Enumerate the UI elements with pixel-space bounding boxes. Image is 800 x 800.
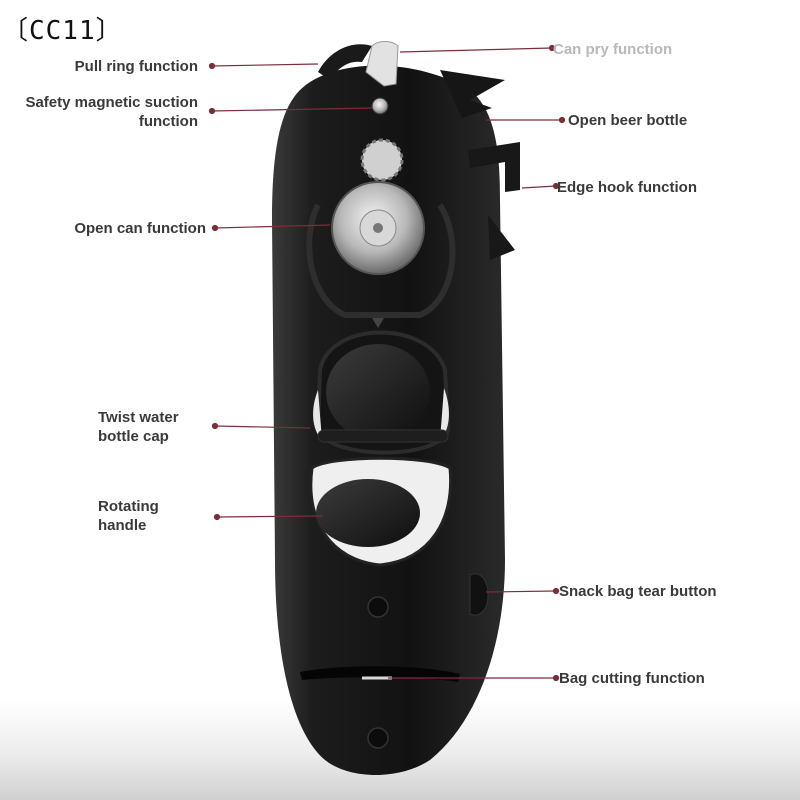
label-bag-cutting: Bag cutting function	[559, 670, 705, 687]
side-fin	[488, 215, 515, 260]
snack-bag-button	[469, 573, 489, 616]
label-safety-magnetic: Safety magnetic suction function	[25, 94, 198, 130]
pull-ring-hook	[318, 44, 372, 80]
twist-cap-disc	[326, 344, 430, 440]
label-open-can: Open can function	[74, 220, 206, 237]
body-hole-lower	[367, 727, 389, 749]
label-pull-ring: Pull ring function	[74, 58, 198, 75]
brand-label: 〔CC11〕	[2, 16, 123, 46]
edge-hook	[468, 142, 520, 192]
pry-clip	[365, 41, 399, 87]
rotating-handle-knob	[316, 479, 420, 547]
body-hole	[367, 596, 389, 618]
can-slot	[306, 203, 456, 318]
label-snack-bag: Snack bag tear button	[559, 583, 717, 600]
label-edge-hook: Edge hook function	[557, 179, 697, 196]
label-can-pry: Can pry function	[553, 41, 673, 58]
label-twist-cap: Twist water bottle cap	[98, 409, 179, 445]
cutting-gear	[360, 138, 404, 182]
leader-lines	[208, 44, 566, 682]
label-rotating-handle: Rotating handle	[98, 498, 159, 534]
label-open-beer: Open beer bottle	[568, 112, 688, 129]
beer-opener-fin	[440, 70, 505, 118]
magnet-screw	[371, 97, 389, 115]
